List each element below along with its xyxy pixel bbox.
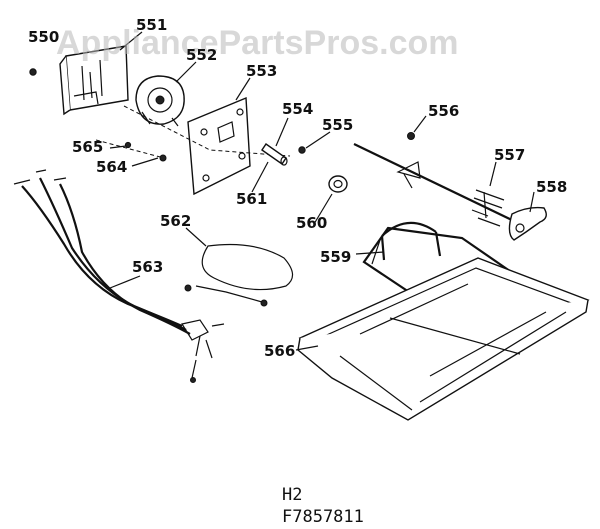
label-554: 554 (282, 100, 313, 118)
label-558: 558 (536, 178, 567, 196)
label-553: 553 (246, 62, 277, 80)
part-564-screw[interactable] (159, 154, 167, 162)
label-565: 565 (72, 138, 103, 156)
footer-code-line1: H2 (282, 485, 302, 505)
part-557-forks[interactable] (471, 189, 505, 227)
label-566: 566 (264, 342, 295, 360)
part-550-screw[interactable] (29, 68, 37, 76)
part-555-screw[interactable] (298, 146, 306, 154)
watermark-text: AppliancePartsPros.com (56, 24, 458, 62)
label-555: 555 (322, 116, 353, 134)
part-563-wire-harness[interactable] (13, 169, 225, 383)
label-563: 563 (132, 258, 163, 276)
part-560-grommet[interactable] (328, 175, 348, 193)
part-553-plate[interactable] (187, 96, 251, 196)
part-565-screw[interactable] (124, 141, 132, 149)
part-558-handle[interactable] (508, 206, 547, 241)
part-552-motor[interactable] (135, 75, 185, 127)
label-562: 562 (160, 212, 191, 230)
alignment-line (95, 105, 291, 159)
label-550: 550 (28, 28, 59, 46)
label-564: 564 (96, 158, 127, 176)
leader-lines (109, 31, 535, 351)
part-561-sleeve[interactable] (261, 143, 288, 166)
label-560: 560 (296, 214, 327, 232)
part-551-bracket[interactable] (59, 45, 129, 116)
label-552: 552 (186, 46, 217, 64)
label-551: 551 (136, 16, 167, 34)
part-labels: 550 551 552 553 554 555 556 557 558 559 … (28, 16, 567, 360)
footer-code-line2: F7857811 (282, 507, 364, 527)
part-556-spit-rod[interactable] (353, 132, 517, 223)
part-566-pan[interactable] (297, 257, 590, 421)
label-556: 556 (428, 102, 459, 120)
label-559: 559 (320, 248, 351, 266)
label-561: 561 (236, 190, 267, 208)
part-562-cord[interactable] (184, 243, 294, 307)
label-557: 557 (494, 146, 525, 164)
